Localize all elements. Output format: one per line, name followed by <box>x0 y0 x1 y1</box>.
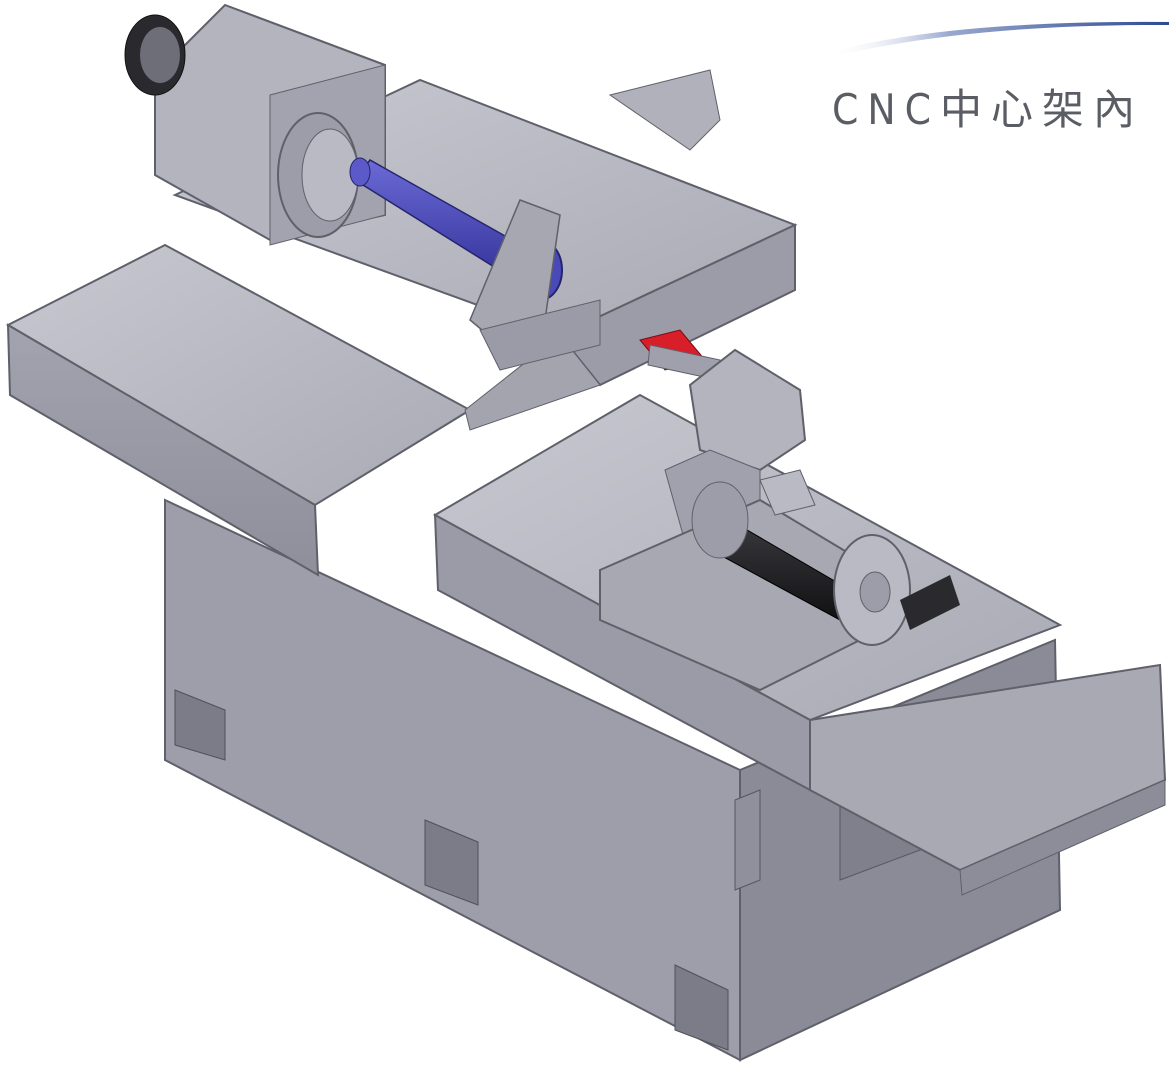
caption-title: CNC中心架內 <box>832 85 1145 134</box>
left-platform <box>5 243 473 577</box>
headstock <box>124 3 386 246</box>
motor-unit <box>599 469 960 692</box>
steady-rest <box>469 199 601 371</box>
header-swoosh-graphic <box>830 21 1169 56</box>
